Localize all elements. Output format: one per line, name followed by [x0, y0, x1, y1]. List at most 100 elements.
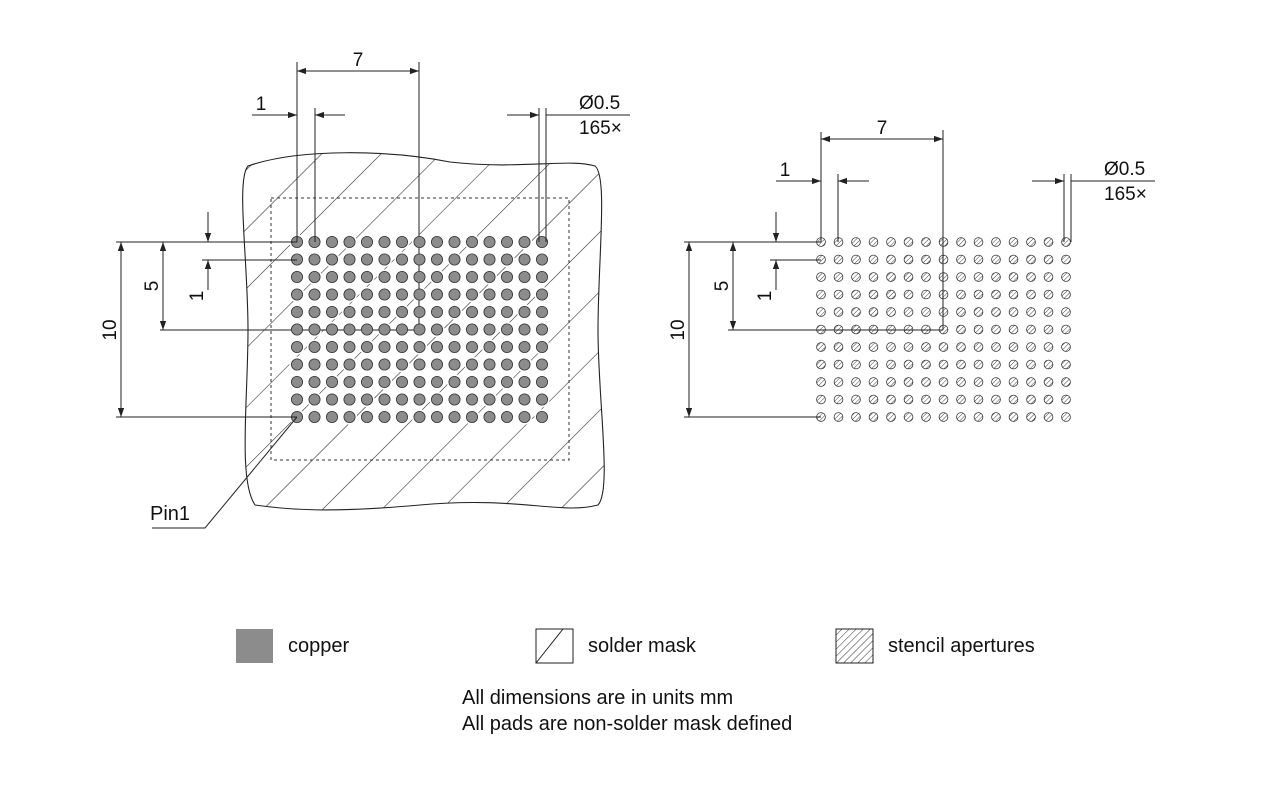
- copper-pad: [430, 375, 443, 388]
- stencil-aperture: [991, 237, 1001, 247]
- copper-pad: [343, 393, 356, 406]
- copper-pad: [465, 323, 478, 336]
- stencil-aperture: [991, 307, 1001, 317]
- copper-pad: [536, 253, 549, 266]
- stencil-aperture: [938, 412, 949, 422]
- copper-pad: [413, 393, 426, 406]
- stencil-aperture: [991, 289, 1001, 300]
- stencil-aperture: [938, 342, 949, 352]
- legend-stencil-label: stencil apertures: [888, 635, 1035, 657]
- stencil-aperture: [1043, 359, 1054, 370]
- copper-pad: [448, 340, 461, 353]
- stencil-aperture: [973, 307, 984, 317]
- stencil-aperture: [868, 412, 879, 422]
- copper-pad: [325, 410, 338, 423]
- stencil-aperture: [991, 377, 1001, 387]
- stencil-aperture: [938, 324, 949, 335]
- dim-10-label: 10: [668, 319, 689, 340]
- stencil-aperture: [1043, 237, 1054, 247]
- stencil-aperture: [938, 237, 949, 247]
- stencil-aperture: [973, 377, 984, 387]
- stencil-aperture: [833, 324, 844, 335]
- copper-pad: [360, 358, 373, 371]
- stencil-aperture: [956, 377, 966, 387]
- copper-pad: [500, 375, 513, 388]
- stencil-swatch: [835, 628, 874, 664]
- copper-pad: [343, 288, 356, 301]
- copper-pad: [430, 305, 443, 318]
- legend: copper solder mask stencil apertures: [236, 628, 1035, 664]
- copper-pad: [483, 410, 496, 423]
- note-units: All dimensions are in units mm: [462, 687, 733, 709]
- stencil-aperture: [1043, 342, 1054, 352]
- stencil-aperture: [956, 237, 966, 247]
- copper-pad: [430, 270, 443, 283]
- copper-pad: [448, 305, 461, 318]
- stencil-aperture: [1061, 254, 1071, 265]
- copper-pad: [360, 305, 373, 318]
- copper-pad: [308, 253, 321, 266]
- stencil-aperture: [903, 289, 914, 300]
- stencil-aperture: [833, 307, 844, 317]
- stencil-aperture: [956, 359, 966, 370]
- stencil-aperture: [956, 342, 966, 352]
- copper-pad: [308, 393, 321, 406]
- copper-pad: [325, 305, 338, 318]
- stencil-aperture: [903, 377, 914, 387]
- stencil-aperture: [956, 412, 966, 422]
- copper-pad: [343, 375, 356, 388]
- copper-pad: [536, 340, 549, 353]
- copper-pad: [343, 270, 356, 283]
- stencil-aperture: [1061, 359, 1071, 370]
- copper-pad: [395, 340, 408, 353]
- solder-mask-swatch-hatch: [535, 628, 564, 664]
- copper-pad: [290, 393, 303, 406]
- copper-pad: [448, 393, 461, 406]
- dim-7-label: 7: [353, 50, 364, 71]
- dim-1-label: 1: [780, 160, 791, 181]
- copper-pad: [378, 253, 391, 266]
- copper-pad: [378, 375, 391, 388]
- stencil-aperture: [851, 377, 861, 387]
- copper-pad: [465, 235, 478, 248]
- copper-pad: [536, 270, 549, 283]
- copper-pad: [483, 340, 496, 353]
- copper-pad: [360, 375, 373, 388]
- copper-pad: [413, 340, 426, 353]
- copper-pad: [430, 288, 443, 301]
- stencil-aperture: [956, 254, 966, 265]
- copper-pad: [360, 253, 373, 266]
- copper-pad: [518, 375, 531, 388]
- copper-pad: [483, 235, 496, 248]
- copper-pad: [465, 253, 478, 266]
- stencil-aperture: [868, 289, 879, 300]
- stencil-aperture: [833, 289, 844, 300]
- stencil-aperture: [921, 377, 931, 387]
- copper-pad: [308, 288, 321, 301]
- copper-pad: [500, 393, 513, 406]
- stencil-aperture: [851, 254, 861, 265]
- stencil-aperture: [938, 377, 949, 387]
- copper-pad: [378, 305, 391, 318]
- stencil-aperture: [1061, 289, 1071, 300]
- copper-pad: [448, 235, 461, 248]
- copper-pad: [448, 410, 461, 423]
- copper-pad: [536, 305, 549, 318]
- stencil-aperture: [816, 272, 826, 282]
- stencil-aperture: [991, 272, 1001, 282]
- copper-pad: [448, 323, 461, 336]
- copper-pad-grid: [290, 235, 549, 423]
- stencil-aperture: [938, 307, 949, 317]
- stencil-aperture: [868, 342, 879, 352]
- copper-pad: [378, 340, 391, 353]
- stencil-aperture: [1043, 377, 1054, 387]
- stencil-aperture: [886, 394, 896, 405]
- solder-mask-swatch: [535, 628, 574, 664]
- copper-pad: [448, 270, 461, 283]
- pin1-leader: [152, 416, 298, 529]
- stencil-aperture: [1008, 254, 1019, 265]
- stencil-aperture: [868, 377, 879, 387]
- stencil-aperture: [851, 237, 861, 247]
- count-label: 165×: [1104, 184, 1147, 205]
- stencil-aperture: [973, 289, 984, 300]
